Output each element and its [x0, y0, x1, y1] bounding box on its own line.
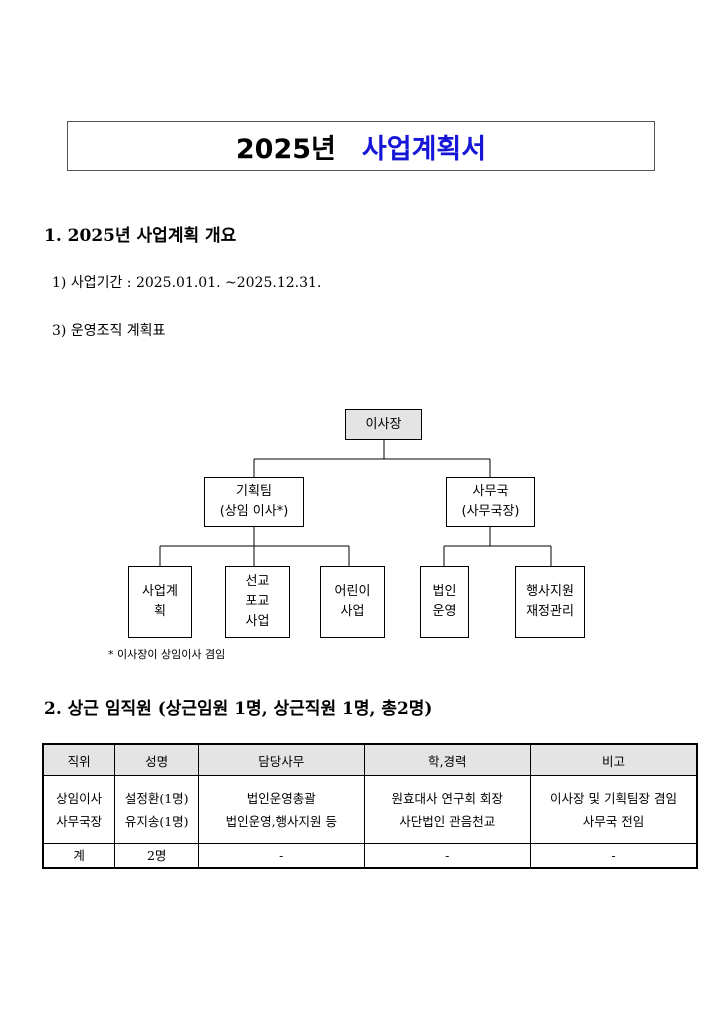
children-business-box: 어린이 사업 [320, 566, 385, 638]
title-year: 2025년 [235, 133, 336, 165]
section1-heading: 1. 2025년 사업계획 개요 [44, 226, 237, 246]
cell-name: 설정환(1명) 유지송(1명) [114, 775, 200, 844]
business-planning-box: 사업계 획 [128, 566, 192, 638]
header-name: 성명 [114, 743, 200, 776]
business-period: 1) 사업기간 : 2025.01.01. ~2025.12.31. [52, 275, 322, 291]
cell-total-remarks: - [530, 843, 698, 869]
org-chart-label: 3) 운영조직 계획표 [52, 323, 166, 339]
staff-table-header: 직위 성명 담당사무 학,경력 비고 [42, 743, 698, 776]
document-title: 2025년 사업계획서 [67, 121, 655, 171]
cell-total-count: 2명 [114, 843, 200, 869]
header-duties: 담당사무 [198, 743, 365, 776]
secretariat-box: 사무국 (사무국장) [446, 477, 535, 527]
table-row-total: 계 2명 - - - [42, 843, 698, 869]
header-position: 직위 [42, 743, 116, 776]
title-main: 사업계획서 [361, 133, 487, 165]
planning-team-box: 기획팀 (상임 이사*) [204, 477, 304, 527]
org-chart: 이사장 기획팀 (상임 이사*) 사무국 (사무국장) 사업계 획 선교 포교 … [0, 400, 724, 670]
org-chart-connectors [159, 440, 552, 566]
cell-career: 원효대사 연구회 회장 사단법인 관음천교 [363, 775, 532, 844]
staff-table: 직위 성명 담당사무 학,경력 비고 상임이사 사무국장 설정환(1명) 유지송… [42, 743, 698, 869]
header-remarks: 비고 [530, 743, 698, 776]
cell-duties: 법인운영총괄 법인운영,행사지원 등 [198, 775, 365, 844]
cell-total-career: - [363, 843, 532, 869]
cell-total-label: 계 [42, 843, 116, 869]
cell-total-duties: - [198, 843, 365, 869]
cell-remarks: 이사장 및 기획팀장 겸임 사무국 전임 [530, 775, 698, 844]
cell-position: 상임이사 사무국장 [42, 775, 116, 844]
mission-box: 선교 포교 사업 [225, 566, 290, 638]
table-row: 상임이사 사무국장 설정환(1명) 유지송(1명) 법인운영총괄 법인운영,행사… [42, 775, 698, 844]
section2-heading: 2. 상근 임직원 (상근임원 1명, 상근직원 1명, 총2명) [44, 699, 433, 719]
chairman-box: 이사장 [345, 409, 422, 440]
event-finance-box: 행사지원 재정관리 [515, 566, 585, 638]
header-career: 학,경력 [363, 743, 532, 776]
org-chart-note: * 이사장이 상임이사 겸임 [108, 648, 226, 661]
corporate-operation-box: 법인 운영 [420, 566, 469, 638]
